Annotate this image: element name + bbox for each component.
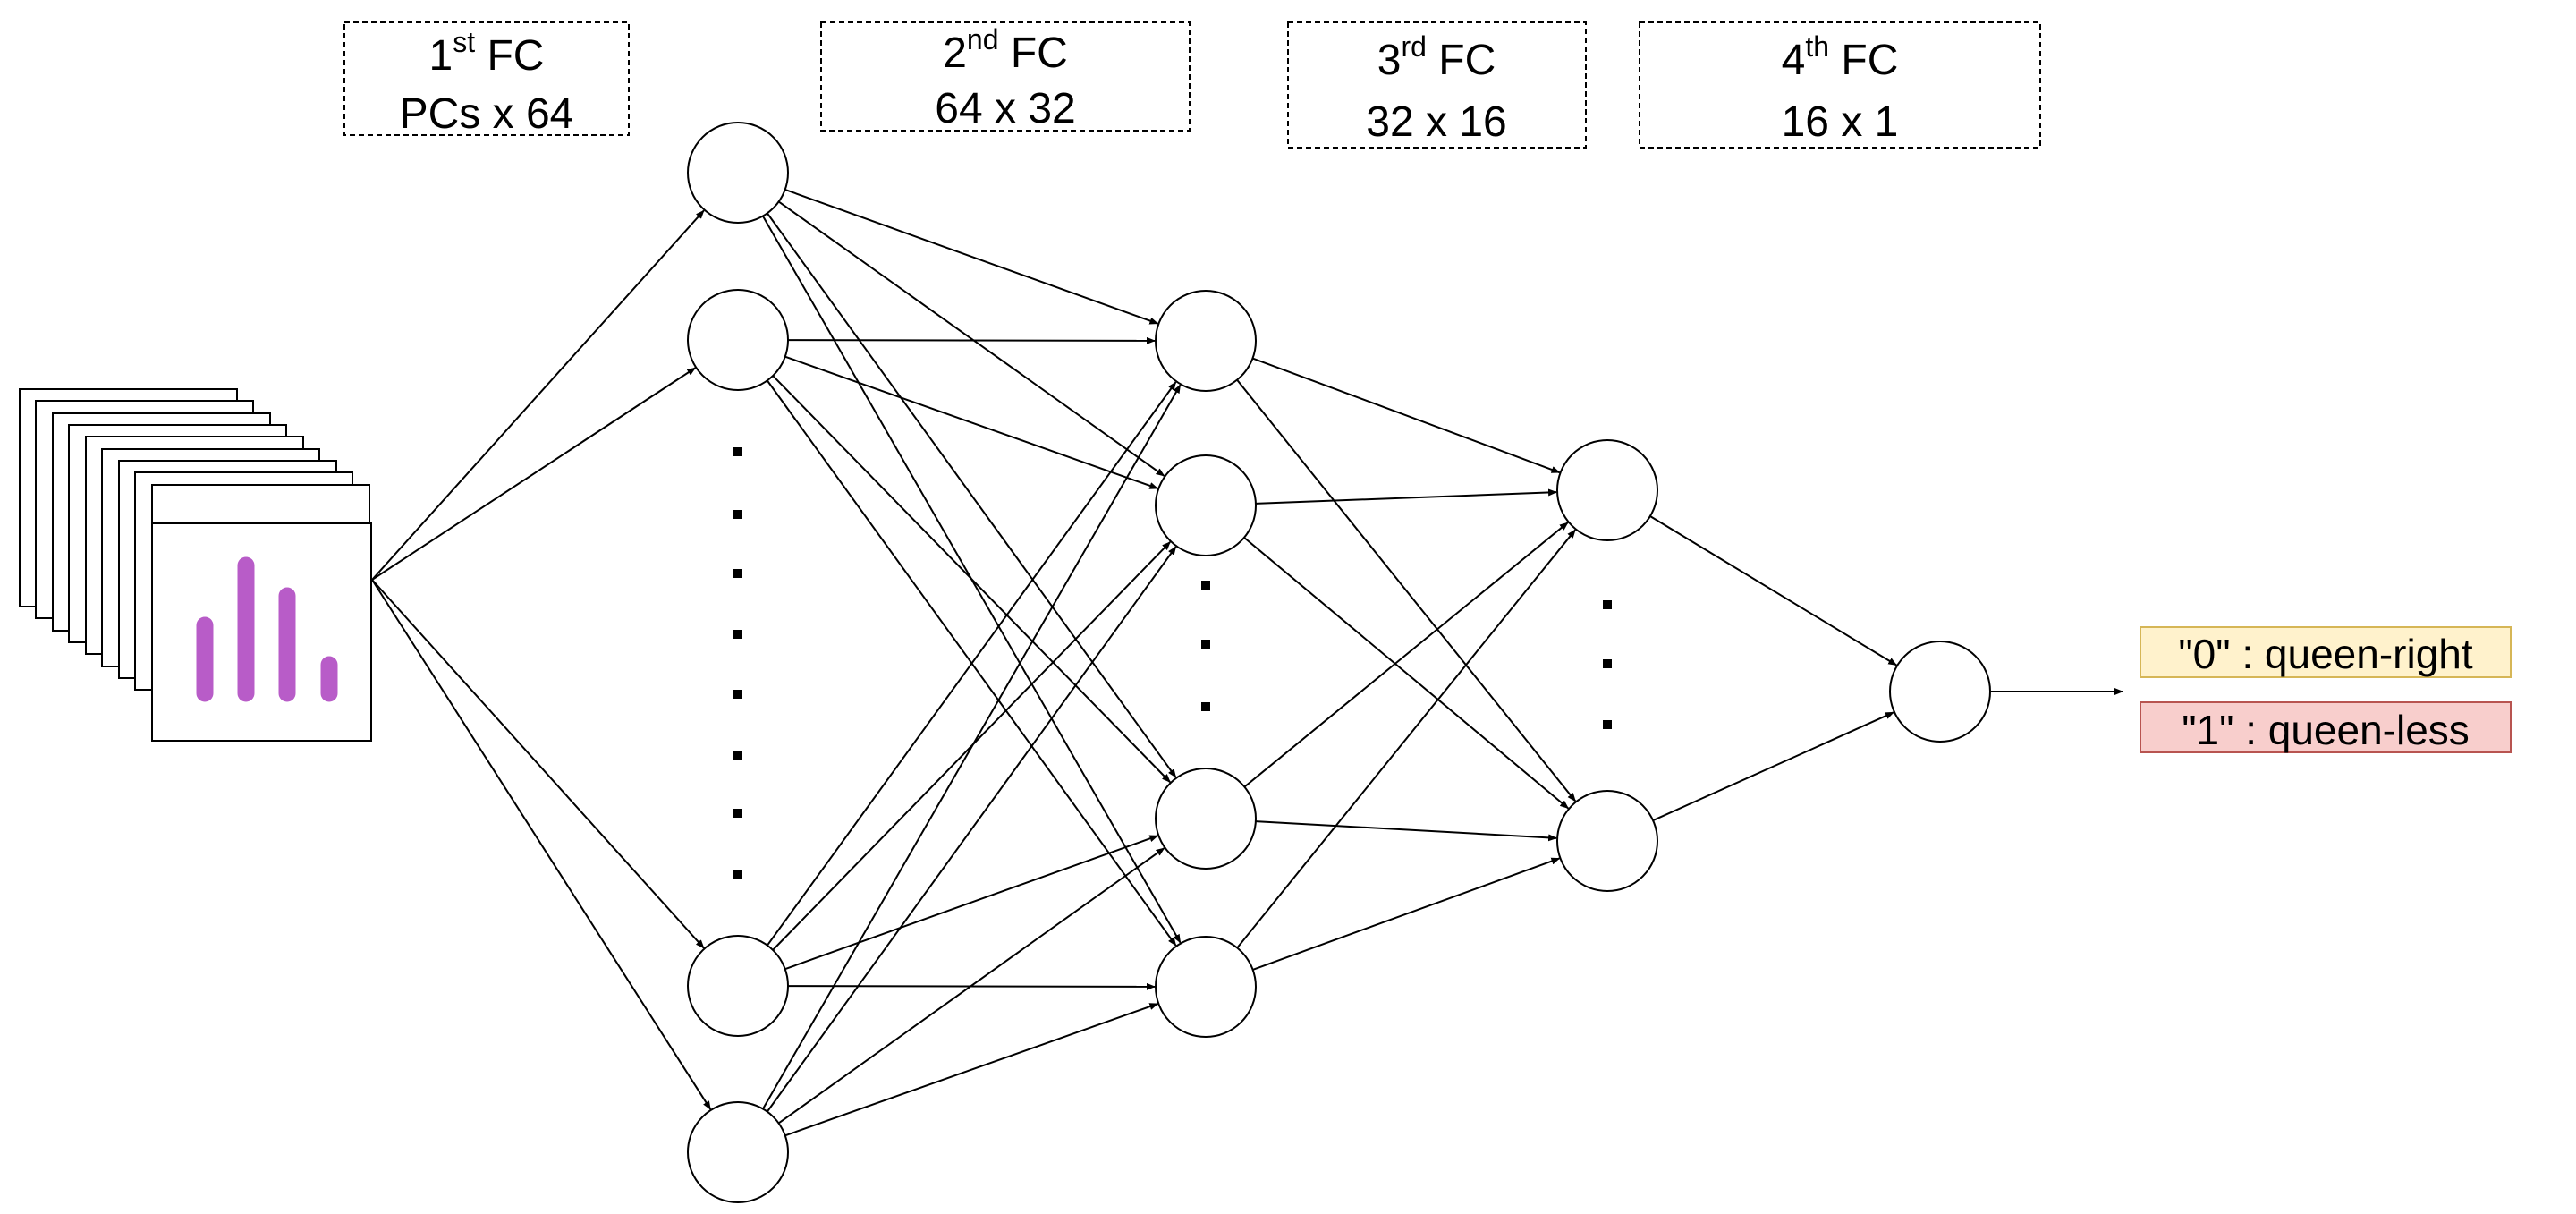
neuron-l2-3	[1155, 936, 1257, 1038]
output-label-0-box	[2140, 626, 2512, 678]
output-label-0-text: "0" : queen-right	[2178, 631, 2473, 677]
output-label-1: "1" : queen-less	[2140, 701, 2512, 753]
connection-l1-3-l2-2	[778, 847, 1165, 1125]
layer-1-number: 1	[429, 32, 453, 80]
output-label-1-box	[2140, 701, 2512, 753]
connection-l1-2-l2-0	[767, 381, 1177, 947]
layer-header-4: 4th FC 16 x 1	[1639, 21, 2041, 149]
neuron-l2-0	[1155, 290, 1257, 392]
layer-3-number: 3	[1377, 37, 1402, 84]
ellipsis-dot-col0-4	[733, 690, 742, 699]
ellipsis-dot-col2-2	[1603, 720, 1612, 729]
layer-1-name-spacer	[475, 32, 487, 80]
ellipsis-dot-col1-1	[1201, 640, 1210, 649]
connection-l2-2-l3-0	[1243, 522, 1569, 788]
connection-input-l1-2	[371, 579, 705, 949]
layer-2-superscript: nd	[967, 23, 999, 55]
layer-header-2: 2nd FC 64 x 32	[820, 21, 1191, 132]
connection-l1-1-l2-0	[787, 336, 1157, 344]
ellipsis-dot-col0-3	[733, 630, 742, 639]
neuron-l2-1	[1155, 454, 1257, 556]
layer-3-dims: 32 x 16	[1366, 98, 1506, 146]
svg-text:1st FC: 1st FC	[429, 26, 545, 80]
neuron-l3-0	[1556, 439, 1658, 541]
ellipsis-dot-col0-7	[733, 870, 742, 879]
layer-4-name: FC	[1841, 37, 1898, 84]
layer-1-name: FC	[487, 32, 544, 80]
layer-3-name-spacer	[1427, 37, 1438, 84]
output-label-0: "0" : queen-right	[2140, 626, 2512, 678]
neuron-l1-0	[687, 122, 789, 224]
layer-1-superscript: st	[453, 26, 475, 58]
ellipsis-dot-col0-5	[733, 751, 742, 760]
connection-l3-0-l4-0	[1649, 515, 1898, 666]
neuron-l1-3	[687, 1101, 789, 1203]
layer-2-name: FC	[1011, 30, 1068, 77]
layer-2-number: 2	[943, 30, 967, 77]
input-stack	[19, 388, 372, 742]
neuron-l1-2	[687, 935, 789, 1037]
ellipsis-dot-col1-0	[1201, 581, 1210, 590]
layer-4-dims: 16 x 1	[1782, 98, 1899, 146]
connection-l1-3-l2-3	[784, 1003, 1159, 1137]
layer-2-name-spacer	[998, 30, 1010, 77]
neuron-l3-1	[1556, 790, 1658, 892]
connection-l2-1-l3-0	[1255, 488, 1558, 505]
connection-input-l1-1	[371, 367, 697, 581]
connection-l1-3-l2-0	[762, 384, 1182, 1109]
connection-l1-2-l2-2	[784, 835, 1159, 971]
ellipsis-dot-col0-1	[733, 510, 742, 519]
ellipsis-dot-col2-0	[1603, 600, 1612, 609]
neurons	[687, 122, 1991, 1203]
layer-1-dims: PCs x 64	[400, 90, 574, 138]
ellipsis-dot-col0-6	[733, 809, 742, 818]
neuron-l1-1	[687, 289, 789, 391]
ellipsis-dot-col0-2	[733, 569, 742, 578]
neuron-l2-2	[1155, 768, 1257, 870]
neuron-l4-0	[1889, 641, 1991, 743]
connection-l2-2-l3-1	[1255, 820, 1558, 842]
connection-l1-1-l2-1	[784, 355, 1159, 489]
connection-l1-1-l2-2	[772, 375, 1171, 783]
connections	[371, 189, 1898, 1137]
layer-4-superscript: th	[1805, 30, 1829, 63]
connection-l2-1-l3-1	[1243, 537, 1570, 810]
layer-3-superscript: rd	[1401, 30, 1426, 63]
bar-chart-icon	[196, 556, 338, 702]
connection-input-l1-3	[371, 579, 712, 1110]
output-label-1-text: "1" : queen-less	[2182, 707, 2470, 753]
connection-l2-0-l3-0	[1252, 357, 1561, 474]
svg-text:2nd FC: 2nd FC	[943, 23, 1068, 77]
connection-l1-0-l2-2	[767, 212, 1177, 778]
connection-l1-0-l2-0	[784, 189, 1159, 325]
connection-l2-3-l3-1	[1252, 857, 1561, 971]
connection-input-l1-0	[371, 209, 705, 581]
layer-4-number: 4	[1782, 37, 1806, 84]
connection-l2-0-l3-1	[1236, 379, 1577, 802]
connection-l1-0-l2-1	[778, 200, 1165, 477]
connection-l2-3-l3-0	[1236, 529, 1576, 949]
ellipsis-dot-col2-1	[1603, 659, 1612, 668]
layer-3-name: FC	[1438, 37, 1496, 84]
layer-header-3: 3rd FC 32 x 16	[1287, 21, 1587, 149]
connection-l1-3-l2-1	[767, 546, 1177, 1113]
connection-l3-1-l4-0	[1652, 711, 1894, 821]
ellipsis-dot-col1-2	[1201, 702, 1210, 711]
layer-4-name-spacer	[1829, 37, 1841, 84]
ellipsis-dots	[733, 447, 1612, 879]
layer-2-dims: 64 x 32	[935, 85, 1075, 132]
layer-header-1: 1st FC PCs x 64	[343, 21, 630, 138]
svg-text:4th FC: 4th FC	[1782, 30, 1899, 84]
svg-text:3rd FC: 3rd FC	[1377, 30, 1496, 84]
ellipsis-dot-col0-0	[733, 447, 742, 456]
